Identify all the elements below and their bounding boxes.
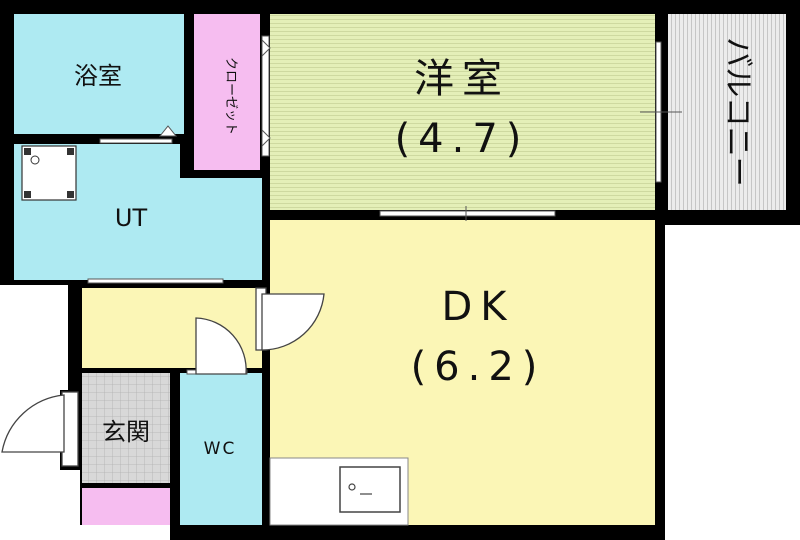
- bath-label: 浴室: [74, 62, 122, 90]
- closet-label: クローゼット: [223, 57, 238, 135]
- toilet-label: WC: [204, 439, 237, 459]
- entrance-label: 玄関: [102, 418, 150, 446]
- western-area: (4.7): [395, 116, 530, 162]
- western-label: 洋室: [414, 56, 510, 102]
- room-balcony: [668, 14, 786, 210]
- room-bath: [14, 14, 184, 134]
- room-western: [270, 14, 655, 210]
- sink-icon: [339, 466, 401, 513]
- room-toilet: [180, 373, 262, 525]
- utility-label: UT: [115, 204, 148, 232]
- dk-label: DK: [441, 284, 514, 330]
- door-swing-icon: [1, 287, 325, 467]
- balcony-label: バルコニー: [720, 37, 755, 186]
- washer-icon: [21, 145, 77, 201]
- closet-doors: [158, 35, 271, 157]
- room-closet: [194, 14, 260, 170]
- room-entrance: [82, 373, 170, 483]
- dk-area: (6.2): [411, 344, 546, 390]
- shoe-box: [82, 488, 170, 525]
